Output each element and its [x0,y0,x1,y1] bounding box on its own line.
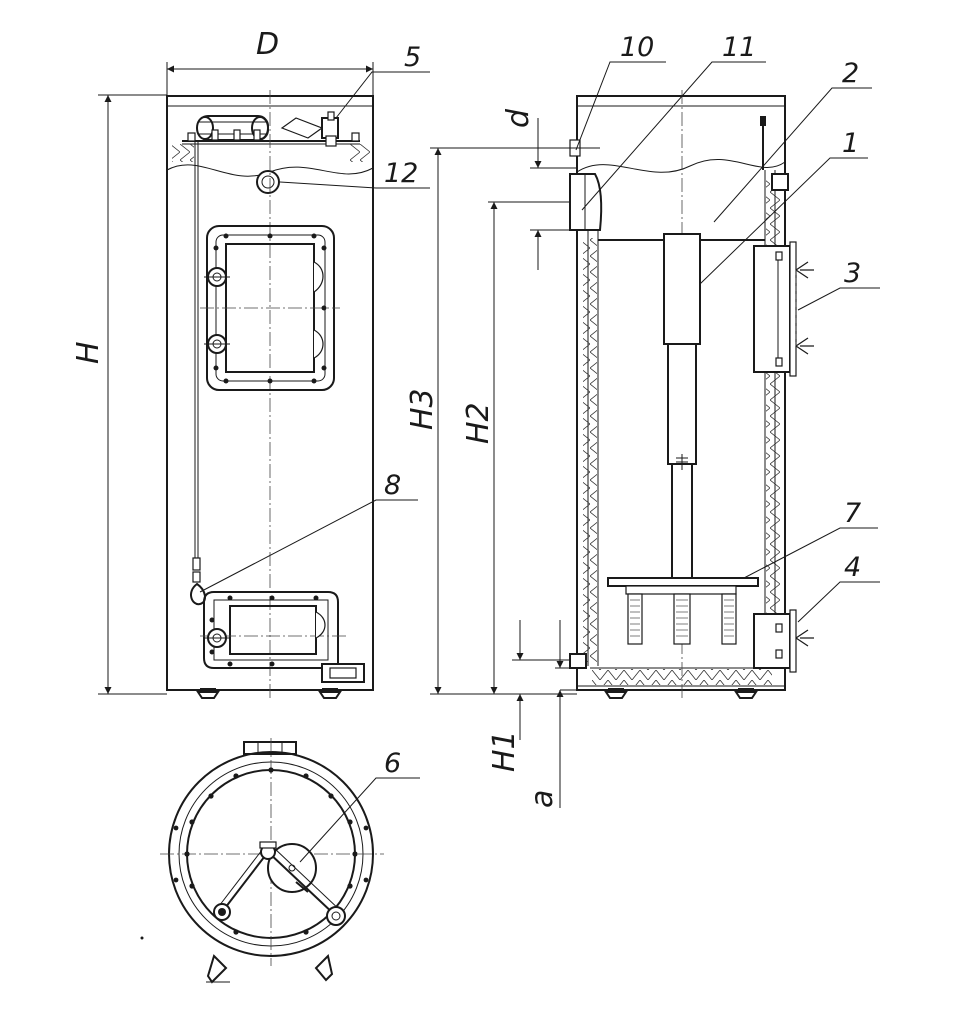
side-body-outline [576,95,786,691]
side-door-lower [753,609,814,673]
callout-10: 10 [620,32,654,63]
dim-label-H2: H2 [461,402,496,444]
callout-4: 4 [844,552,861,583]
dim-label-H1: H1 [487,730,522,772]
upper-door [200,225,340,391]
side-door-upper [753,241,814,377]
side-water-line [576,159,786,173]
top-view [140,738,384,984]
dim-label-d: d [501,108,536,128]
central-disk-icon [267,843,317,893]
front-view [166,90,374,700]
dim-label-a: a [525,790,560,808]
dim-label-D: D [256,27,279,62]
callout-6: 6 [384,748,401,779]
side-view [568,90,814,700]
callout-2: 2 [842,58,859,89]
callout-5: 5 [404,42,421,73]
grate [607,577,759,645]
labels: D H H3 H2 d H1 a 5 12 8 10 11 2 1 3 7 4 … [71,27,861,808]
leader-lines [199,61,880,863]
dim-label-H3: H3 [405,388,440,430]
dimension-lines [98,62,577,808]
callout-7: 7 [844,498,861,529]
callout-12: 12 [384,158,418,189]
dim-label-H: H [71,341,106,364]
callout-1: 1 [842,128,859,159]
callout-3: 3 [844,258,861,289]
central-tube [663,233,701,579]
sight-glass-icon [256,170,280,194]
lower-door [200,591,365,683]
callout-11: 11 [722,32,756,63]
callout-8: 8 [384,470,401,501]
